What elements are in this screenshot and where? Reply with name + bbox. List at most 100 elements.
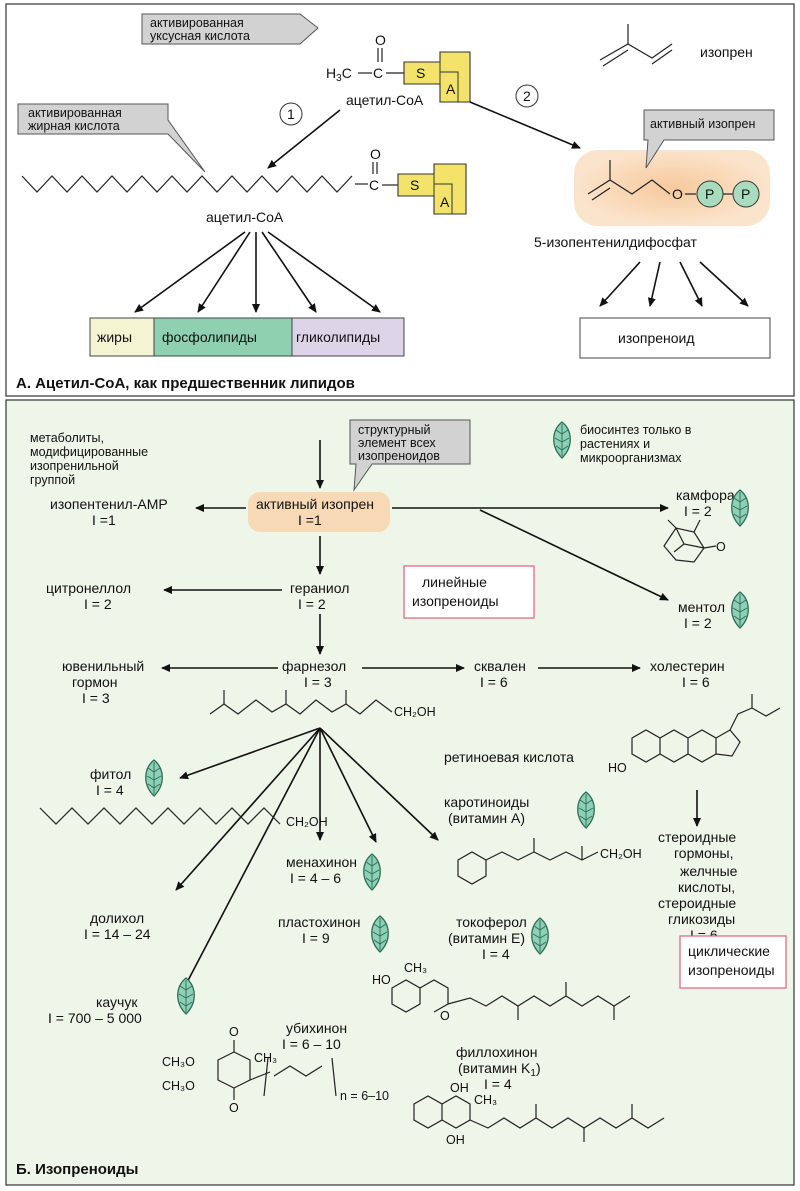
node-tocopherol-2: (витамин Е)	[448, 930, 525, 946]
carbonyl-carbon: C	[373, 65, 383, 81]
callout-acetic-line2: уксусная кислота	[150, 29, 250, 43]
cholesterol-ho: HO	[608, 761, 627, 775]
node-steroids-2: гормоны,	[674, 845, 733, 861]
callout-structural: структурный элемент всех изопреноидов	[349, 419, 471, 492]
plants-note-2: растениях и	[580, 437, 650, 451]
ubiquinone-structure: CH₃O CH₃O CH₃ O O n = 6–10	[162, 1025, 389, 1115]
active-isoprene-node-glow	[248, 492, 390, 532]
metabolites-note-4: группой	[30, 473, 75, 487]
chain-coa-s: S	[410, 177, 419, 193]
node-rubber: каучук	[96, 994, 138, 1010]
metabolites-note-2: модифицированные	[30, 445, 148, 459]
metabolites-note-3: изопренильной	[30, 459, 119, 473]
plants-note-1: биосинтез только в	[580, 423, 692, 437]
ubiquinone-ch3: CH₃	[254, 1051, 277, 1065]
lipid-products: жиры фосфолипиды гликолипиды	[89, 317, 405, 357]
ipp-oxygen: O	[672, 186, 683, 202]
node-camphor: камфора	[676, 487, 735, 503]
active-isoprene-glow	[574, 150, 770, 226]
node-carotenoids: каротиноиды	[444, 794, 529, 810]
node-ubiquinone: убихинон	[286, 1020, 347, 1036]
node-menaquinone: менахинон	[286, 854, 357, 870]
node-phylloquinone: филлохинон	[456, 1044, 538, 1060]
panel-b-frame	[5, 399, 795, 1186]
tocopherol-structure: HO CH₃ O	[372, 961, 631, 1023]
node-plastoquinone-i: I = 9	[302, 930, 330, 946]
panel-b-title: Б. Изопреноиды	[16, 1161, 138, 1178]
phylloquinone-ch3: CH₃	[474, 1093, 497, 1107]
node-menaquinone-i: I = 4 – 6	[290, 870, 341, 886]
callout-structural-2: элемент всех	[358, 436, 436, 450]
node-menthol: ментол	[678, 599, 725, 615]
ubiquinone-n: n = 6–10	[340, 1089, 389, 1103]
node-plastoquinone: пластохинон	[278, 914, 361, 930]
node-steroids-4: кислоты,	[678, 879, 735, 895]
retinol-ch2oh: CH₂OH	[600, 847, 642, 861]
h3c-label: H3C	[326, 65, 352, 84]
node-menthol-i: I = 2	[684, 615, 712, 631]
node-dolichol: долихол	[90, 910, 144, 926]
callout-acetic-acid: активированная уксусная кислота	[141, 13, 319, 45]
callout-structural-1: структурный	[358, 423, 430, 437]
callout-active-isoprene: активный изопрен	[643, 109, 775, 169]
product-phospholipids: фосфолипиды	[162, 329, 257, 345]
fatty-acid-chain: C O S A	[21, 146, 467, 215]
node-geraniol: гераниол	[290, 580, 349, 596]
tocopherol-o: O	[440, 1009, 450, 1023]
camphor-oxygen: O	[716, 540, 726, 554]
cholesterol-structure: HO	[608, 694, 781, 775]
node-phylloquinone-i: I = 4	[484, 1076, 512, 1092]
node-cholesterol: холестерин	[650, 658, 725, 674]
node-cholesterol-i: I = 6	[682, 674, 710, 690]
chain-carbon: C	[369, 177, 379, 193]
node-active-isoprene: активный изопрен	[256, 496, 374, 512]
coa-a: A	[446, 81, 456, 97]
node-tocopherol-i: I = 4	[482, 946, 510, 962]
plants-note-3: микроорганизмах	[580, 451, 682, 465]
ipp-structure: O P P	[587, 160, 760, 208]
node-squalene: сквален	[474, 658, 526, 674]
node-juvenile-2: гормон	[72, 674, 118, 690]
chain-oxygen: O	[370, 146, 381, 162]
node-phytol-i: I = 4	[96, 782, 124, 798]
arrow-to-menthol	[479, 509, 669, 601]
node-tocopherol: токоферол	[456, 914, 527, 930]
arrows-from-farnesol	[175, 727, 439, 993]
phytol-ch2oh: CH₂OH	[286, 815, 328, 829]
phosphate-1: P	[705, 186, 714, 202]
cyclic-label-1: циклические	[688, 943, 770, 959]
linear-label-2: изопреноиды	[412, 593, 499, 609]
camphor-structure: O	[663, 519, 726, 563]
callout-structural-3: изопреноидов	[358, 449, 440, 463]
node-rubber-i: I = 700 – 5 000	[48, 1010, 142, 1026]
retinoic-acid-label: ретиноевая кислота	[444, 749, 574, 765]
node-isopentenyl-amp-i: I =1	[92, 512, 116, 528]
node-dolichol-i: I = 14 – 24	[84, 926, 151, 942]
tocopherol-ch3: CH₃	[404, 961, 427, 975]
ubiquinone-o-top: O	[229, 1025, 239, 1039]
step1-label: 1	[287, 106, 295, 122]
phylloquinone-oh-top: OH	[450, 1081, 469, 1095]
isoprenoid-box	[579, 317, 771, 359]
node-steroids-1: стероидные	[658, 829, 736, 845]
node-juvenile-i: I = 3	[82, 690, 110, 706]
cyclic-label-2: изопреноиды	[688, 962, 775, 978]
tocopherol-ho: HO	[372, 973, 391, 987]
node-steroids-5: стероидные	[658, 895, 736, 911]
callout-fatty-acid: активированная жирная кислота	[17, 103, 206, 173]
arrows-to-lipids	[134, 231, 381, 313]
node-active-isoprene-i: I =1	[298, 512, 322, 528]
arrow-step1	[267, 109, 341, 169]
node-phylloquinone-2: (витамин K1)	[458, 1060, 541, 1079]
node-juvenile-1: ювенильный	[62, 658, 144, 674]
chain-coa-a: A	[440, 194, 450, 210]
node-isopentenyl-amp: изопентенил-АМР	[50, 496, 168, 512]
panel-a-title: А. Ацетил-CoA, как предшественник липидо…	[16, 375, 355, 392]
cyclic-isoprenoids-box	[679, 935, 787, 989]
node-carotenoids-2: (витамин А)	[448, 810, 525, 826]
callout-active-isoprene-text: активный изопрен	[650, 117, 755, 131]
node-phytol: фитол	[90, 766, 131, 782]
node-geraniol-i: I = 2	[298, 596, 326, 612]
